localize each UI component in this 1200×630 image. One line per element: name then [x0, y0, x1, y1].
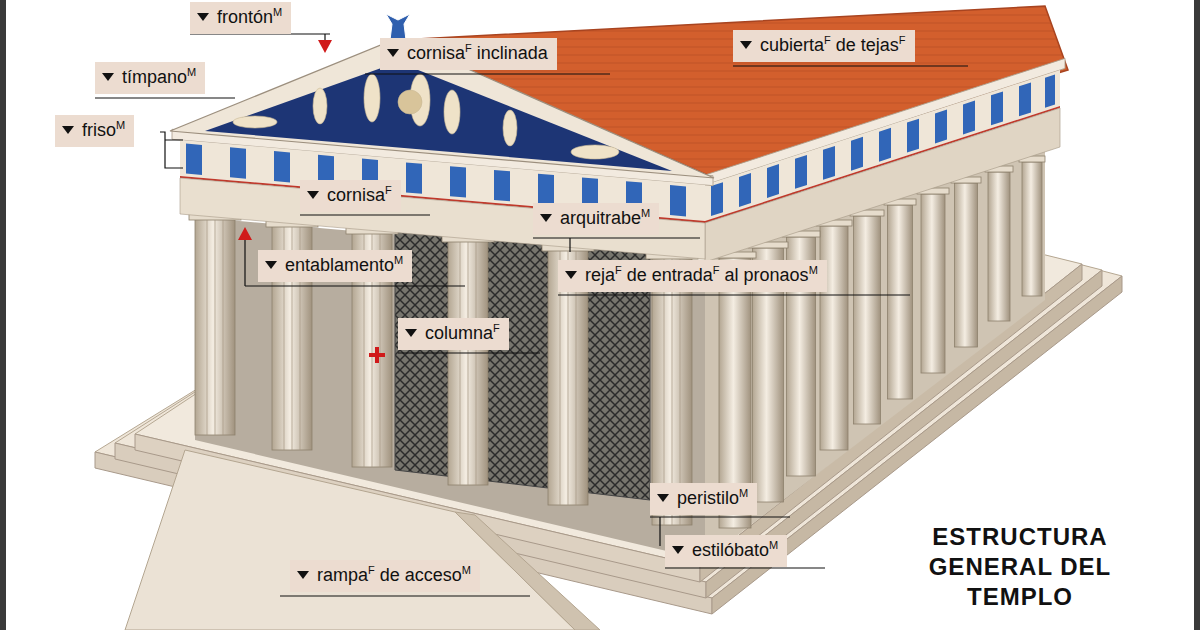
dropdown-marker: [265, 261, 277, 269]
dropdown-marker: [657, 494, 669, 502]
gender-mark: M: [739, 487, 748, 499]
text-run: columna: [425, 323, 493, 343]
dropdown-marker: [740, 41, 752, 49]
text-run: estilóbato: [692, 540, 769, 560]
gender-mark: M: [394, 254, 403, 266]
dropdown-marker: [307, 191, 319, 199]
gender-mark: M: [462, 564, 471, 576]
dropdown-marker: [387, 49, 399, 57]
part-label: arquitrabeM: [533, 203, 659, 235]
gender-mark: F: [385, 184, 392, 196]
gender-mark: M: [809, 264, 818, 276]
gender-mark: F: [824, 34, 831, 46]
text-run: de acceso: [375, 565, 462, 585]
text-run: cornisa: [327, 185, 385, 205]
label-text: peristiloM: [677, 488, 748, 508]
dropdown-marker: [297, 571, 309, 579]
gender-mark: F: [615, 264, 622, 276]
part-label: rampaF de accesoM: [290, 560, 480, 592]
text-run: arquitrabe: [560, 208, 641, 228]
dropdown-marker: [197, 13, 209, 21]
label-text: entablamentoM: [285, 255, 403, 275]
label-text: columnaF: [425, 323, 500, 343]
gender-mark: F: [899, 34, 906, 46]
label-text: frisoM: [82, 120, 125, 140]
gender-mark: F: [713, 264, 720, 276]
gender-mark: F: [493, 322, 500, 334]
text-run: cornisa: [407, 43, 465, 63]
text-run: entablamento: [285, 255, 394, 275]
dropdown-marker: [672, 546, 684, 554]
text-run: cubierta: [760, 35, 824, 55]
dropdown-marker: [565, 271, 577, 279]
dropdown-marker: [540, 214, 552, 222]
part-label: columnaF: [398, 318, 509, 350]
text-run: ESTRUCTURA GENERAL DEL TEMPLO: [929, 523, 1112, 610]
part-label: rejaF de entradaF al pronaosM: [558, 260, 827, 292]
label-text: arquitrabeM: [560, 208, 650, 228]
diagram-title: ESTRUCTURA GENERAL DEL TEMPLO: [900, 522, 1140, 612]
text-run: de tejas: [831, 35, 899, 55]
part-label: entablamentoM: [258, 250, 412, 282]
gender-mark: M: [641, 207, 650, 219]
text-run: de entrada: [622, 265, 713, 285]
label-text: rejaF de entradaF al pronaosM: [585, 265, 818, 285]
part-label: cornisaF: [300, 180, 401, 212]
part-label: frontónM: [190, 2, 291, 34]
label-text: cubiertaF de tejasF: [760, 35, 906, 55]
part-label: tímpanoM: [95, 62, 205, 94]
text-run: al pronaos: [720, 265, 809, 285]
label-text: cornisaF inclinada: [407, 43, 548, 63]
text-run: inclinada: [472, 43, 548, 63]
gender-mark: F: [368, 564, 375, 576]
text-run: peristilo: [677, 488, 739, 508]
label-text: cornisaF: [327, 185, 392, 205]
dropdown-marker: [102, 73, 114, 81]
text-run: rampa: [317, 565, 368, 585]
gender-mark: M: [273, 6, 282, 18]
gender-mark: M: [187, 66, 196, 78]
part-label: peristiloM: [650, 483, 757, 515]
part-label: estilóbatoM: [665, 535, 787, 567]
label-text: tímpanoM: [122, 67, 196, 87]
part-label: cubiertaF de tejasF: [733, 30, 915, 62]
label-text: frontónM: [217, 7, 282, 27]
text-run: reja: [585, 265, 615, 285]
label-text: estilóbatoM: [692, 540, 778, 560]
gender-mark: F: [465, 42, 472, 54]
dropdown-marker: [405, 329, 417, 337]
gender-mark: M: [769, 539, 778, 551]
text-run: friso: [82, 120, 116, 140]
part-label: cornisaF inclinada: [380, 38, 557, 70]
dropdown-marker: [62, 126, 74, 134]
text-run: frontón: [217, 7, 273, 27]
label-text: rampaF de accesoM: [317, 565, 471, 585]
gender-mark: M: [116, 119, 125, 131]
part-label: frisoM: [55, 115, 134, 147]
text-run: tímpano: [122, 67, 187, 87]
